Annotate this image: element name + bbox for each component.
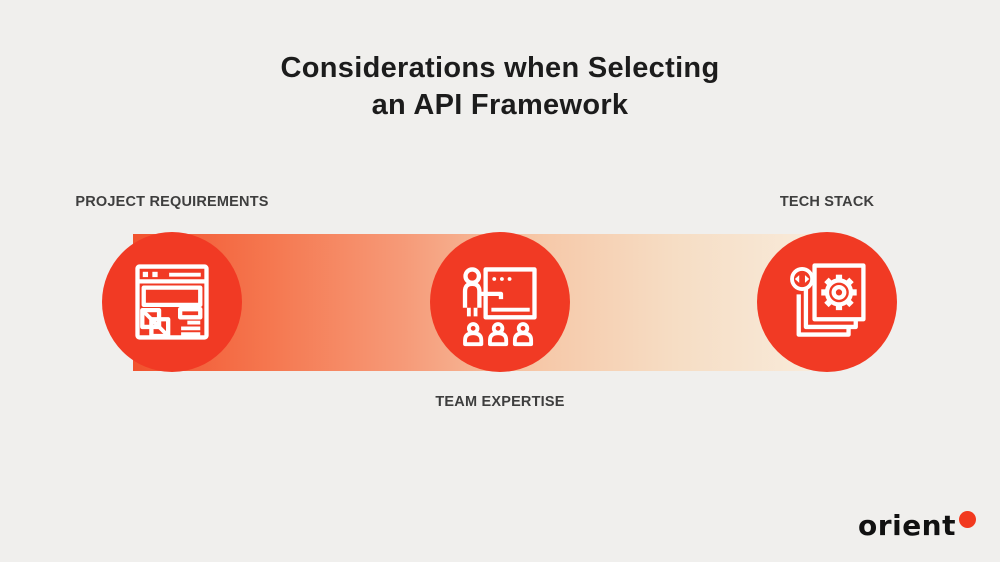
orient-logo: orient	[858, 509, 976, 543]
label-project-requirements: PROJECT REQUIREMENTS	[75, 194, 269, 210]
node-project-requirements	[102, 232, 242, 372]
logo-dot-icon	[959, 511, 976, 528]
gear-document-stack-icon	[790, 263, 866, 337]
node-tech-stack	[757, 232, 897, 372]
code-badge-icon	[790, 267, 815, 291]
label-team-expertise: TEAM EXPERTISE	[435, 394, 565, 410]
node-team-expertise	[430, 232, 570, 372]
title-line-2: an API Framework	[371, 89, 629, 121]
label-tech-stack: TECH STACK	[779, 194, 875, 210]
title-line-1: Considerations when Selecting	[280, 52, 720, 84]
browser-wireframe-icon	[135, 264, 209, 340]
logo-text: orient	[858, 509, 956, 542]
presenter-whiteboard-icon	[462, 267, 537, 347]
page-title: Considerations when Selecting an API Fra…	[0, 50, 1000, 124]
